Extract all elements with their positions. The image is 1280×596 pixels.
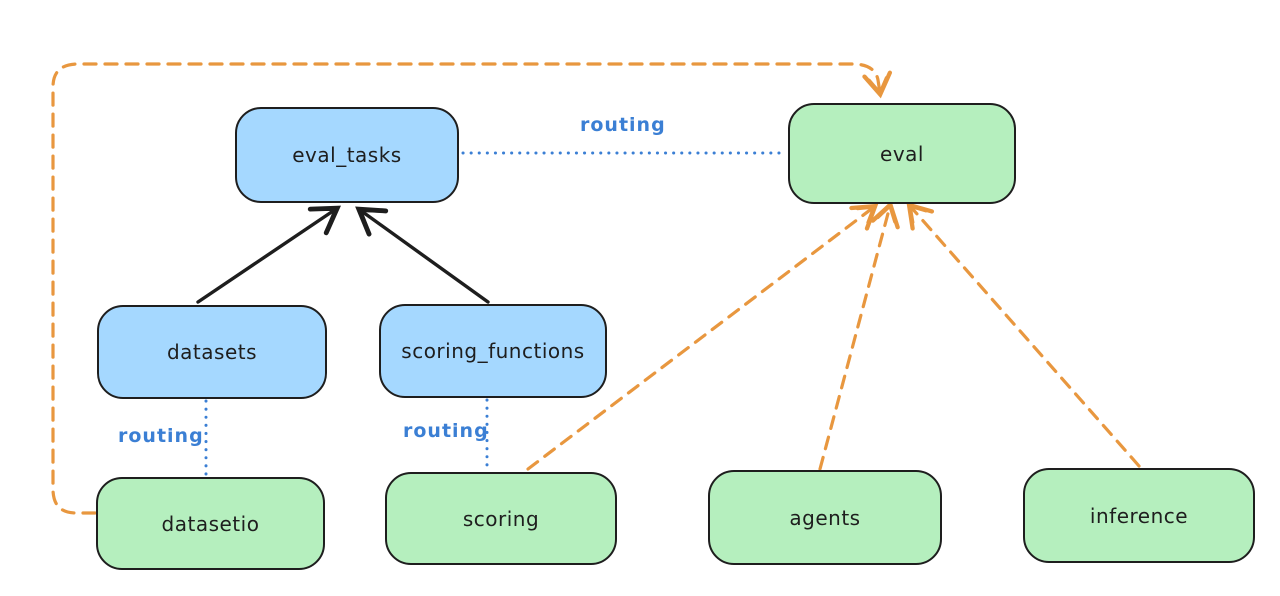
node-inference: inference [1023, 468, 1255, 563]
edge-datasets-to-eval-tasks [196, 205, 341, 304]
node-scoring-label: scoring [462, 506, 540, 531]
node-inference-label: inference [1089, 503, 1189, 528]
node-agents: agents [708, 470, 942, 565]
node-eval-tasks: eval_tasks [235, 107, 459, 203]
node-scoring: scoring [385, 472, 617, 565]
edge-scoring-to-eval-dashed [526, 203, 879, 471]
node-datasets: datasets [97, 305, 327, 399]
node-eval-tasks-label: eval_tasks [292, 143, 402, 167]
edge-agents-to-eval-dashed [818, 200, 900, 471]
routing-label-left: routing [118, 425, 204, 447]
node-agents-label: agents [789, 505, 861, 530]
node-eval-label: eval [880, 141, 924, 166]
edge-scoring-functions-to-eval-tasks [355, 206, 490, 304]
node-datasetio-label: datasetio [161, 511, 260, 536]
node-scoring-functions: scoring_functions [379, 304, 607, 398]
node-eval: eval [788, 103, 1016, 204]
node-scoring-functions-label: scoring_functions [401, 339, 585, 363]
routing-label-middle: routing [403, 420, 489, 442]
edge-datasetio-to-eval-dashed [51, 62, 893, 515]
routing-label-top: routing [580, 114, 666, 136]
node-datasetio: datasetio [96, 477, 325, 570]
edge-inference-to-eval-dashed [906, 201, 1141, 468]
node-datasets-label: datasets [166, 340, 258, 364]
